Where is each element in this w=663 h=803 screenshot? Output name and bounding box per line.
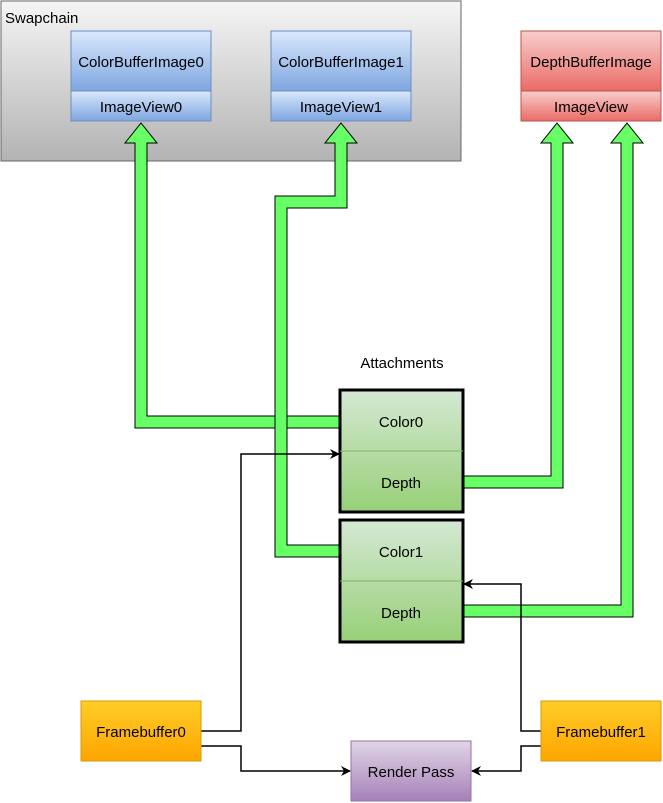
attachments-title: Attachments [360, 355, 443, 372]
render-pass-label: Render Pass [368, 764, 455, 781]
framebuffer-1-label: Framebuffer1 [556, 724, 646, 741]
arrow-color1-to-imageview1 [274, 122, 359, 558]
arrow-framebuffer0-to-renderpass [201, 745, 351, 776]
render-pass: Render Pass [350, 740, 472, 802]
arrow-framebuffer1-to-renderpass [471, 745, 541, 776]
image-view-0-label: ImageView0 [100, 99, 182, 116]
framebuffer-0: Framebuffer0 [80, 700, 202, 762]
arrow-depth1-to-depthview [462, 122, 645, 618]
image-view-1-label: ImageView1 [300, 99, 382, 116]
attachment-color1-label: Color1 [379, 544, 423, 561]
color-buffer-image-0-label: ColorBufferImage0 [78, 54, 204, 71]
attachment-depth1-label: Depth [381, 605, 421, 622]
depth-buffer-image: DepthBufferImage ImageView [520, 30, 662, 122]
color-buffer-image-0: ColorBufferImage0 ImageView0 [70, 30, 212, 122]
arrow-framebuffer0-to-attachments0 [201, 449, 340, 732]
depth-image-view-label: ImageView [554, 99, 628, 116]
arrow-depth0-to-depthview [462, 122, 575, 489]
green-arrows [123, 122, 645, 618]
attachment-color0-label: Color0 [379, 414, 423, 431]
framebuffer-1: Framebuffer1 [540, 700, 662, 762]
attachment-depth0-label: Depth [381, 475, 421, 492]
arrow-color0-to-imageview0 [123, 122, 342, 429]
attachment-set-0: Color0 Depth [338, 388, 465, 514]
arrow-framebuffer1-to-attachments1 [463, 579, 541, 732]
depth-buffer-image-label: DepthBufferImage [530, 54, 651, 71]
framebuffer-0-label: Framebuffer0 [96, 724, 186, 741]
swapchain-title: Swapchain [5, 10, 78, 27]
color-buffer-image-1-label: ColorBufferImage1 [278, 54, 404, 71]
connector-arrows [201, 449, 541, 776]
attachment-set-1: Color1 Depth [338, 518, 465, 644]
color-buffer-image-1: ColorBufferImage1 ImageView1 [270, 30, 412, 122]
